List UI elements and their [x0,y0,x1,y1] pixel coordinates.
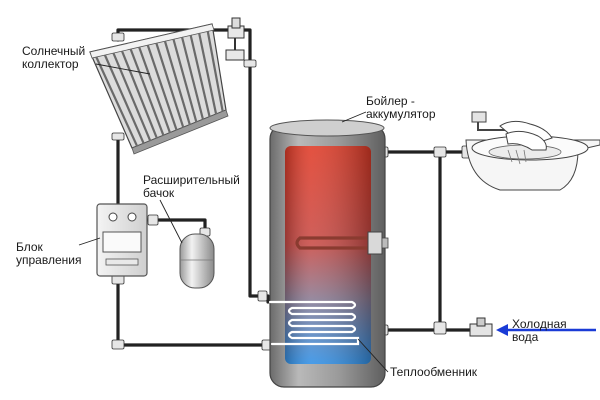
solar-collector-label-line2: коллектор [22,57,79,71]
boiler-label: Бойлер - аккумулятор [366,95,436,121]
expansion-tank [179,233,215,289]
heat-exchanger-coil [268,300,360,346]
cold-water-label-line2: вода [512,330,539,344]
solar-collector [89,23,229,155]
collector-tube [129,48,165,137]
heating-element [295,231,389,255]
control-unit-label: Блок управления [16,241,81,267]
heat-exchanger-label: Теплообменник [390,366,477,379]
expansion-tank-label: Расширительный бачок [143,174,240,200]
control-unit-label-line1: Блок [16,240,43,254]
collector-tube [198,32,218,115]
collector-tube [146,44,178,131]
collector-tube [155,42,185,128]
boiler-label-line1: Бойлер - [366,94,415,108]
collector-tubes [95,30,224,148]
collector-tube [163,40,191,126]
solar-collector-label-line1: Солнечный [22,44,86,58]
cold-water-valve [469,317,493,337]
sink [465,111,600,191]
collector-tube [180,36,205,120]
boiler-label-line2: аккумулятор [366,107,436,121]
cold-water-label: Холодная вода [512,318,567,344]
collector-tube [103,54,145,145]
collector-tube [172,38,198,123]
collector-tube [95,56,139,148]
expansion-tank-label-line2: бачок [143,186,175,200]
expansion-tank-label-line1: Расширительный [143,173,240,187]
cold-water-arrow [496,324,596,336]
air-valve [225,17,245,61]
heat-exchanger-label-text: Теплообменник [390,365,478,379]
solar-collector-label: Солнечный коллектор [22,45,85,71]
collector-tube [112,52,152,142]
leader-lines [78,63,389,373]
collector-tube [189,34,211,118]
cold-water-label-line1: Холодная [512,317,567,331]
collector-tube [206,30,224,112]
boiler-tank [269,119,386,388]
collector-tube [138,46,172,134]
control-unit [96,203,148,277]
control-unit-label-line2: управления [16,253,82,267]
collector-tube [120,50,159,139]
